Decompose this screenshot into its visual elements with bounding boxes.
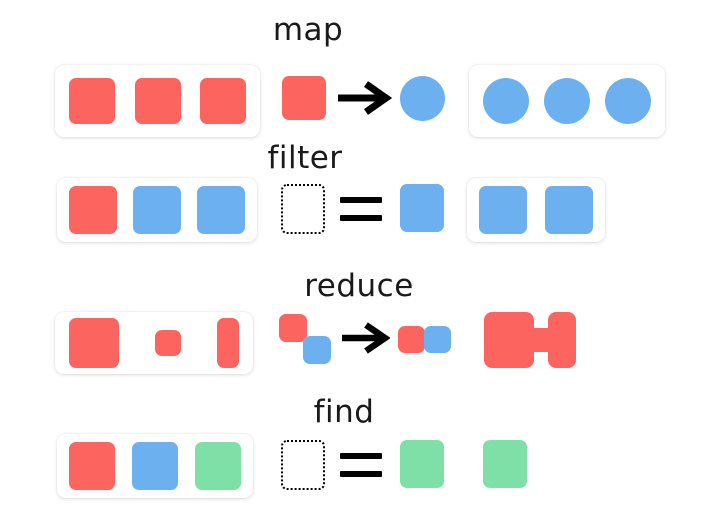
map-input-item xyxy=(134,78,181,124)
find-input-item xyxy=(69,442,115,490)
arrow-right-icon xyxy=(340,322,390,354)
operation-row-map: map xyxy=(0,10,720,137)
reduce-input-array xyxy=(55,312,253,374)
operation-label-filter: filter xyxy=(267,140,343,176)
reduce-result-merged-shape xyxy=(484,312,576,368)
equals-icon xyxy=(340,451,382,479)
map-input-item xyxy=(200,78,246,124)
reduce-input-item xyxy=(69,318,119,368)
map-input-item xyxy=(69,78,115,124)
operation-label-map: map xyxy=(272,12,344,48)
map-expression-result-circle xyxy=(400,76,445,121)
map-result-item xyxy=(483,78,529,124)
operation-label-reduce: reduce xyxy=(304,268,414,304)
map-input-array xyxy=(55,65,260,137)
map-result-item xyxy=(544,78,590,124)
reduce-combined-right-square xyxy=(424,326,451,353)
reduce-result-segment xyxy=(484,312,534,368)
filter-result-item xyxy=(545,186,593,234)
operation-label-find: find xyxy=(313,394,375,430)
reduce-result-segment xyxy=(530,328,552,352)
filter-result-array xyxy=(467,178,605,242)
equals-icon xyxy=(340,195,382,223)
operation-row-filter: filter xyxy=(0,138,720,258)
reduce-input-item xyxy=(217,318,239,368)
find-input-item xyxy=(195,442,241,490)
reduce-current-square xyxy=(303,336,331,364)
reduce-result-segment xyxy=(548,312,576,368)
operation-row-find: find xyxy=(0,392,720,516)
map-result-item xyxy=(605,78,651,124)
filter-input-array xyxy=(57,178,257,242)
operation-row-reduce: reduce xyxy=(0,266,720,386)
filter-input-item xyxy=(197,186,245,234)
filter-input-item xyxy=(133,186,181,234)
filter-predicate-placeholder-square xyxy=(281,184,325,234)
reduce-input-item xyxy=(155,330,181,356)
find-input-array xyxy=(57,434,253,498)
map-result-array xyxy=(469,65,665,137)
filter-input-item xyxy=(69,186,117,234)
find-input-item xyxy=(132,442,178,490)
find-predicate-match-square xyxy=(400,440,444,488)
filter-result-item xyxy=(479,186,527,234)
filter-predicate-match-square xyxy=(400,184,444,232)
find-predicate-placeholder-square xyxy=(281,440,325,490)
reduce-combined-left-square xyxy=(398,326,425,353)
reduce-accumulator-square xyxy=(279,314,307,342)
arrow-right-icon xyxy=(336,80,392,116)
find-result-item xyxy=(483,440,527,488)
map-expression-operand-square xyxy=(282,76,326,120)
